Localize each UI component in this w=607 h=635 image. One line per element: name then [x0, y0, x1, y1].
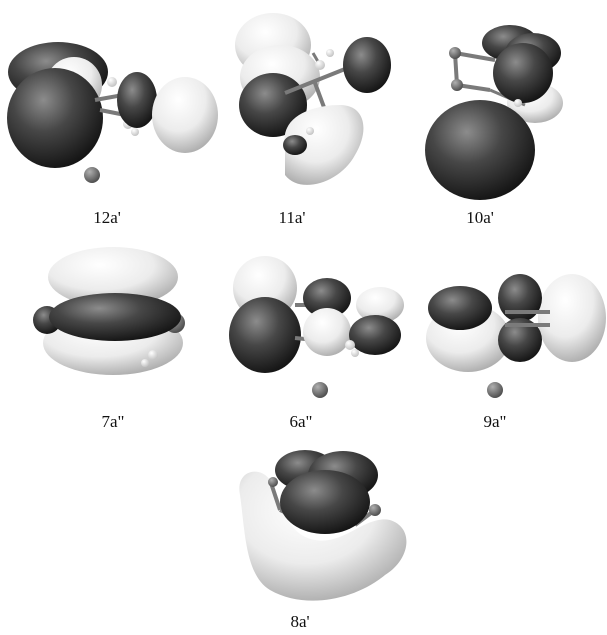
orbital-label-11a: 11a': [278, 208, 306, 227]
orbital-6a-image: [225, 250, 410, 405]
orbital-11a-image: [225, 5, 405, 200]
orbital-10a-image: [415, 15, 575, 200]
orbital-label-10a: 10a': [466, 208, 494, 227]
orbital-9a-image: [420, 250, 607, 405]
orbital-8a-image: [225, 440, 415, 610]
orbital-label-6a: 6a": [289, 412, 313, 431]
orbital-label-7a: 7a": [101, 412, 125, 431]
orbital-7a-image: [25, 245, 205, 385]
orbital-label-12a: 12a': [93, 208, 121, 227]
orbital-label-9a: 9a": [483, 412, 507, 431]
orbital-12a-image: [0, 20, 225, 195]
orbital-label-8a: 8a': [290, 612, 310, 631]
